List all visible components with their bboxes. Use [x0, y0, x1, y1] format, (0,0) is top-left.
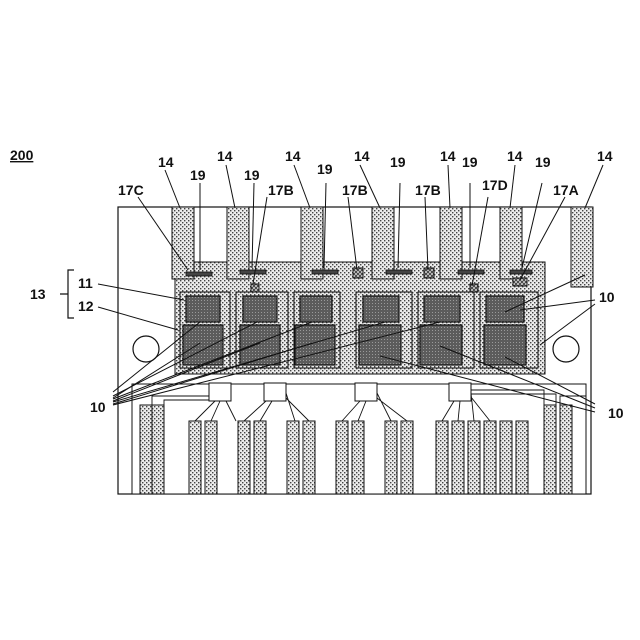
label-terminal: 14: [440, 148, 456, 164]
label-terminal: 14: [285, 148, 301, 164]
label-terminal: 14: [597, 148, 613, 164]
label-wire: 19: [317, 161, 333, 177]
label-bond-c: 17C: [118, 182, 144, 198]
label-terminal: 14: [158, 154, 174, 170]
figure-number: 200: [10, 147, 34, 163]
label-bond-b: 17B: [342, 182, 368, 198]
label-chip: 10: [608, 405, 624, 421]
label-wire: 19: [390, 154, 406, 170]
bracket-13: [60, 270, 74, 318]
label-upper-substrate: 11: [78, 275, 93, 291]
label-terminal: 14: [217, 148, 233, 164]
label-wire: 19: [190, 167, 206, 183]
label-chip: 10: [90, 399, 106, 415]
label-bond-d: 17D: [482, 177, 508, 193]
label-bond-b: 17B: [268, 182, 294, 198]
label-module: 13: [30, 286, 46, 302]
label-wire: 19: [244, 167, 260, 183]
label-lower-substrate: 12: [78, 298, 94, 314]
label-wire: 19: [462, 154, 478, 170]
label-bond-b: 17B: [415, 182, 441, 198]
label-terminal: 14: [507, 148, 523, 164]
label-chip: 10: [599, 289, 615, 305]
label-bond-a: 17A: [553, 182, 579, 198]
label-terminal: 14: [354, 148, 370, 164]
mounting-hole-right: [553, 336, 579, 362]
label-wire: 19: [535, 154, 551, 170]
